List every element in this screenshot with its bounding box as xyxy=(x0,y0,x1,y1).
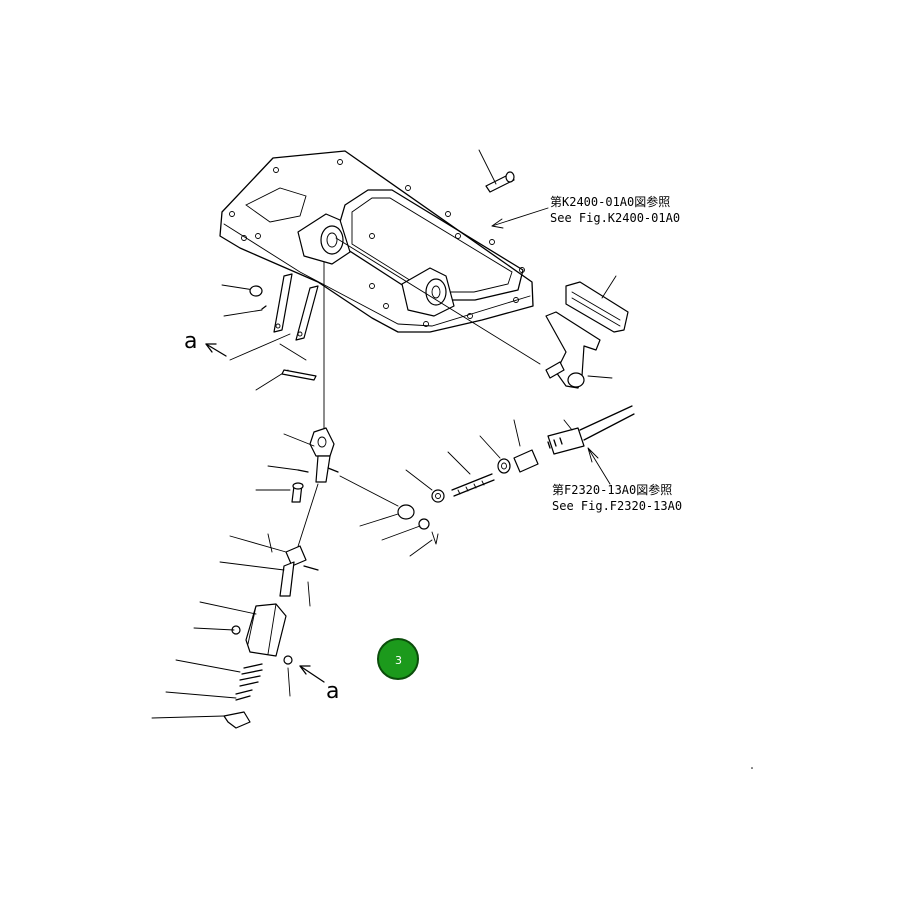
adjuster-parts xyxy=(397,449,539,545)
leader-lines-lever xyxy=(255,433,319,585)
callout-circle[interactable] xyxy=(377,638,419,680)
pedal xyxy=(545,311,613,389)
springs xyxy=(151,659,263,729)
callout-number: 3 xyxy=(395,654,402,667)
reference-mid-en: See Fig.F2320-13A0 xyxy=(552,499,682,513)
view-arrow-upper: a xyxy=(184,329,227,357)
reference-top-en: See Fig.K2400-01A0 xyxy=(550,211,680,225)
speck xyxy=(751,767,753,769)
rod-assembly xyxy=(547,405,635,485)
reference-top-jp: 第K2400-01A0図参照 xyxy=(550,194,670,209)
shaft-block xyxy=(219,533,319,607)
pedal-pad xyxy=(565,275,629,333)
bottom-bracket xyxy=(193,601,293,697)
cover-plate xyxy=(219,150,534,333)
callout-marker[interactable]: 3 xyxy=(377,638,419,680)
bracket-links xyxy=(273,273,319,341)
lever-clevis xyxy=(291,427,339,503)
view-marker-lower: a xyxy=(326,679,339,704)
bracket-hardware xyxy=(249,285,317,381)
reference-mid-jp: 第F2320-13A0図参照 xyxy=(552,482,672,497)
view-marker-upper: a xyxy=(184,329,197,354)
cover-bolt xyxy=(485,171,515,193)
leader-lines-mid xyxy=(339,419,521,557)
view-arrow-lower: a xyxy=(299,665,339,704)
